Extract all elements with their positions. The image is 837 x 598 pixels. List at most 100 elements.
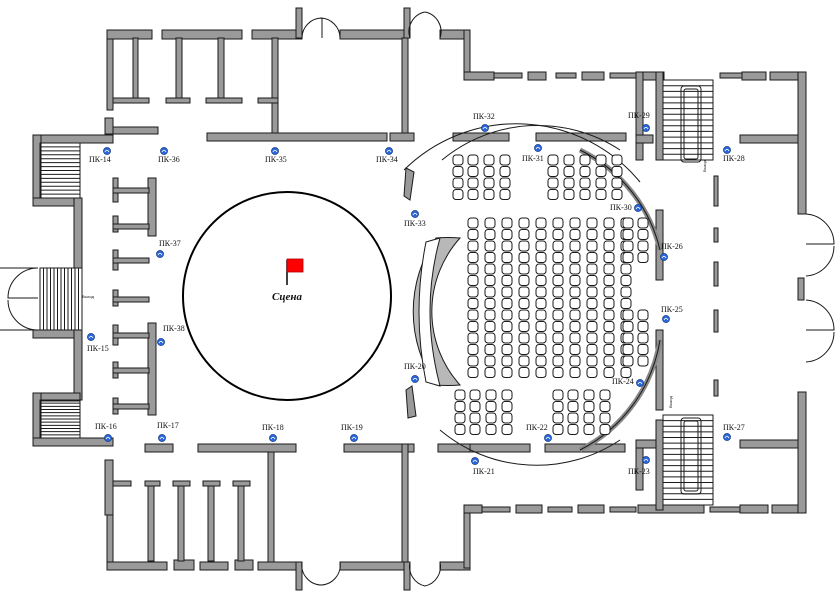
seat <box>567 412 579 424</box>
seat <box>484 286 496 298</box>
hydrant-label: ПК-37 <box>159 239 181 248</box>
seat <box>535 275 547 286</box>
seat <box>637 229 649 240</box>
seat <box>603 229 615 240</box>
seat <box>535 240 547 252</box>
hydrant-icon <box>481 124 489 132</box>
seat <box>452 154 464 166</box>
seat <box>452 189 464 200</box>
seat <box>569 217 581 229</box>
seat <box>552 355 564 367</box>
seat <box>569 263 581 275</box>
hydrant-label: ПК-16 <box>95 422 117 431</box>
seat <box>603 309 615 321</box>
seat <box>637 344 649 355</box>
seat <box>569 298 581 309</box>
seat <box>535 344 547 355</box>
seat <box>467 263 479 275</box>
seat <box>569 240 581 252</box>
seat <box>518 309 530 321</box>
hydrant-icon <box>158 434 166 442</box>
seat <box>611 177 623 189</box>
seat <box>483 154 495 166</box>
seat <box>501 217 513 229</box>
hydrant-label: ПК-36 <box>158 155 180 164</box>
hydrant-icon <box>103 147 111 155</box>
seat <box>586 344 598 355</box>
seat <box>579 177 591 189</box>
hydrant-icon <box>662 315 670 323</box>
seat <box>484 321 496 332</box>
seat <box>611 154 623 166</box>
hydrant-icon <box>271 147 279 155</box>
seat <box>637 217 649 229</box>
seat <box>452 166 464 177</box>
seat <box>599 401 611 412</box>
seat <box>552 217 564 229</box>
seat <box>518 286 530 298</box>
seat <box>467 367 479 378</box>
seat <box>603 263 615 275</box>
seat <box>611 166 623 177</box>
seat <box>518 263 530 275</box>
seat <box>552 309 564 321</box>
hydrant-label: ПК-27 <box>723 423 745 432</box>
seat <box>563 189 575 200</box>
seat <box>552 240 564 252</box>
seat <box>535 229 547 240</box>
seat <box>535 286 547 298</box>
seat <box>467 286 479 298</box>
seat <box>586 263 598 275</box>
seat <box>622 355 634 367</box>
seat <box>535 332 547 344</box>
seat <box>518 275 530 286</box>
seat <box>586 240 598 252</box>
seat <box>622 332 634 344</box>
hydrant-label: ПК-21 <box>473 467 495 476</box>
hydrant-label: ПК-29 <box>628 111 650 120</box>
seat <box>518 321 530 332</box>
seat <box>637 240 649 252</box>
seat <box>569 229 581 240</box>
seat <box>552 229 564 240</box>
seat <box>603 275 615 286</box>
seat <box>569 332 581 344</box>
hydrant-label: ПК-32 <box>473 112 495 121</box>
seat <box>454 412 466 424</box>
seat <box>586 286 598 298</box>
seat <box>484 298 496 309</box>
seat <box>535 355 547 367</box>
hydrant-icon <box>156 250 164 258</box>
seat <box>552 332 564 344</box>
seat <box>603 367 615 378</box>
seat <box>583 412 595 424</box>
seat <box>569 321 581 332</box>
hydrant-label: ПК-26 <box>661 242 683 251</box>
seat <box>569 252 581 263</box>
seat <box>569 275 581 286</box>
seat <box>552 424 564 435</box>
seat <box>501 332 513 344</box>
seat <box>586 229 598 240</box>
seat <box>552 412 564 424</box>
seat <box>583 401 595 412</box>
hydrant-icon <box>642 124 650 132</box>
seat <box>595 177 607 189</box>
seat <box>454 424 466 435</box>
seat <box>454 401 466 412</box>
seat <box>484 217 496 229</box>
seat <box>501 286 513 298</box>
seat <box>552 367 564 378</box>
seat <box>583 424 595 435</box>
seat <box>535 217 547 229</box>
seat <box>484 355 496 367</box>
seat <box>552 344 564 355</box>
seat <box>467 229 479 240</box>
hydrant-icon <box>471 457 479 465</box>
seat <box>483 166 495 177</box>
seat <box>518 240 530 252</box>
seat <box>484 344 496 355</box>
seat <box>547 166 559 177</box>
